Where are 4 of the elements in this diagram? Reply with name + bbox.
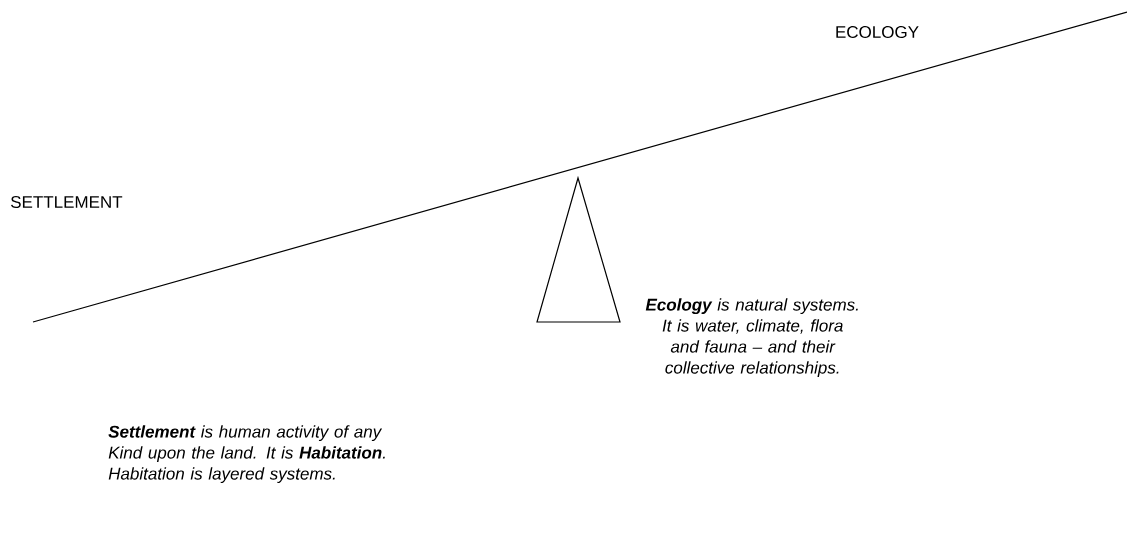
description-text: Ecology is natural systems. It is water, climate, flora and fauna – and their collective relationships.	[645, 298, 858, 378]
description-text: Settlement is human activity of any Kind upon the land. It is Habitation. Habitation is layered systems.	[108, 425, 385, 484]
heading-label: ECOLOGY	[836, 26, 919, 39]
heading-label: SETTLEMENT	[10, 196, 123, 209]
